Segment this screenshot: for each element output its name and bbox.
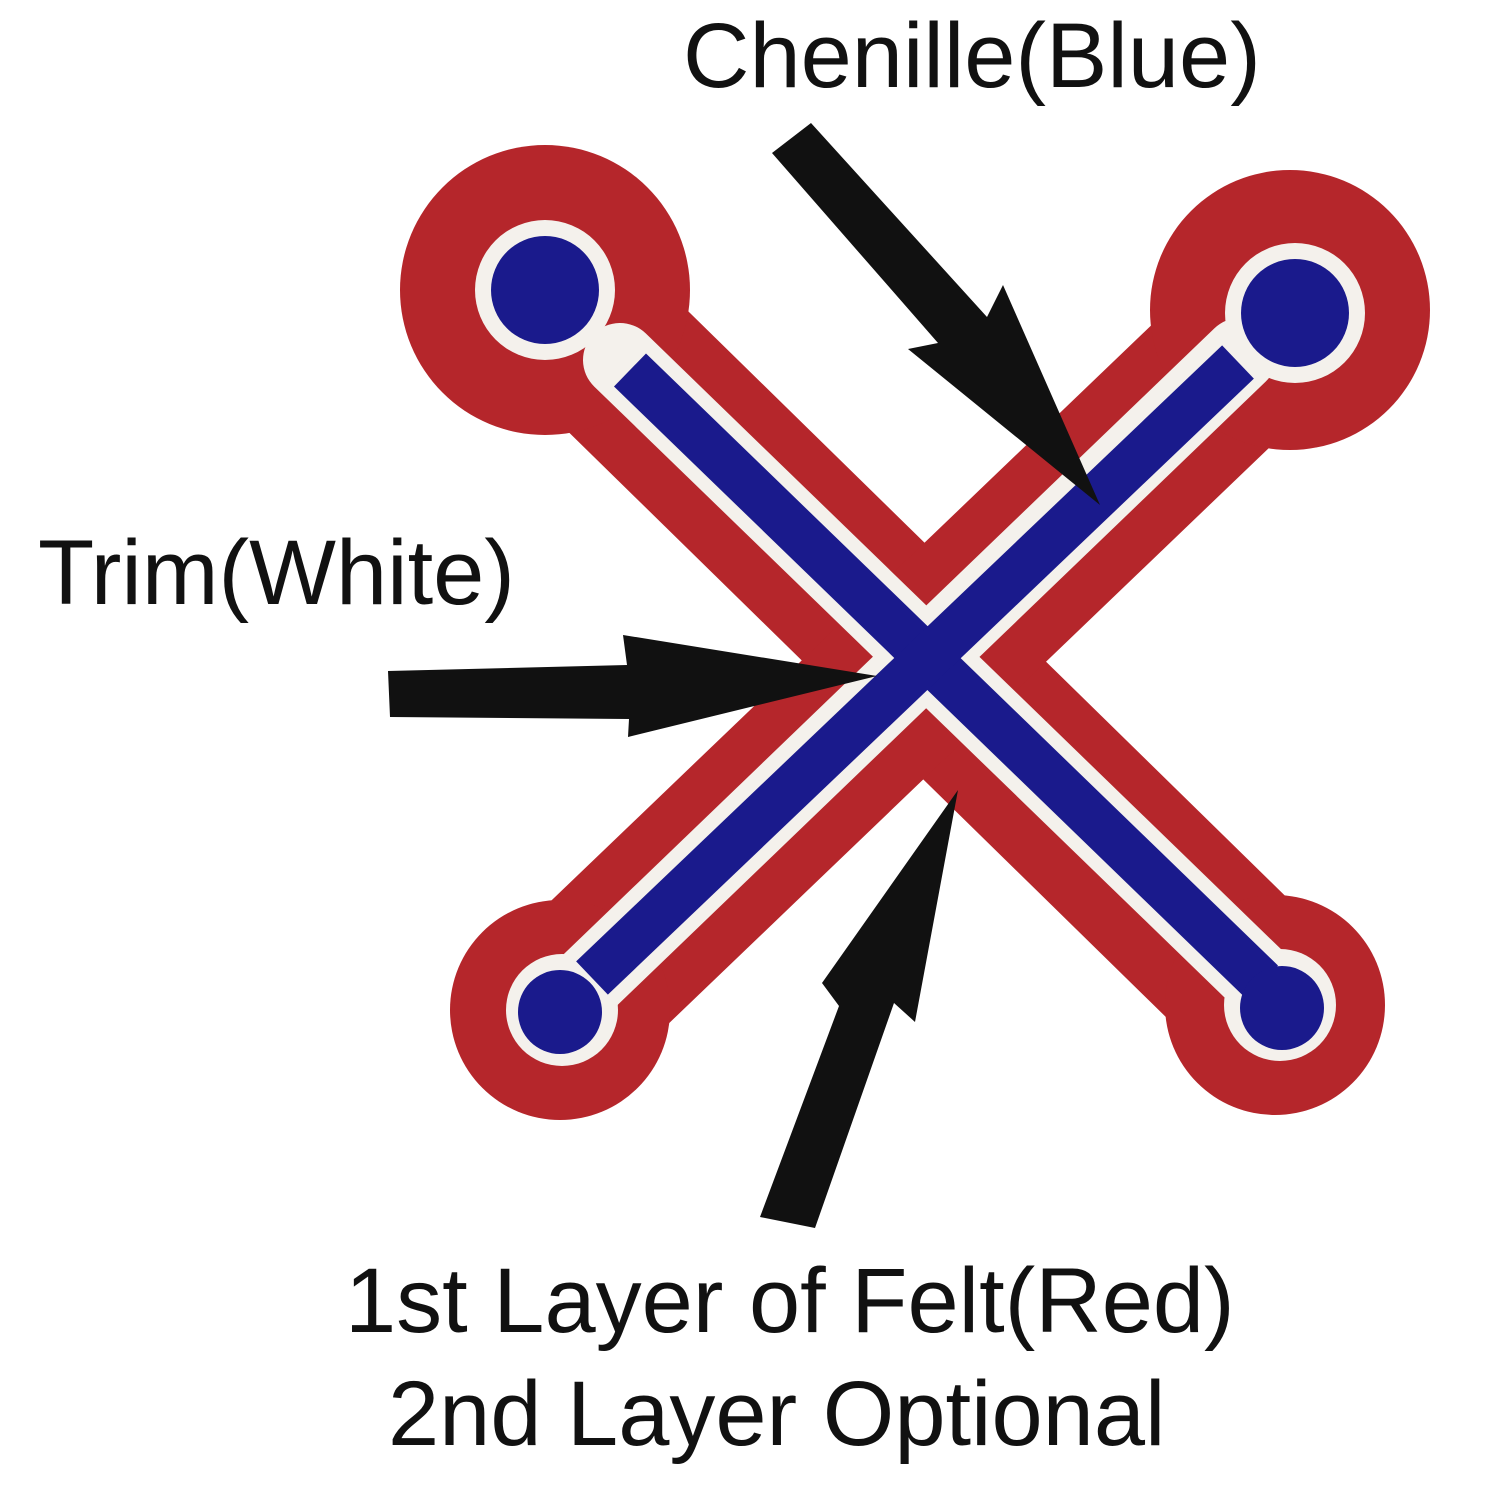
chenille-bar-1 <box>614 353 1278 999</box>
arrow-chenille <box>772 123 1100 505</box>
chenille-end-br <box>1240 966 1324 1050</box>
chenille-end-bl <box>518 970 602 1054</box>
trim-label: Trim(White) <box>38 522 515 624</box>
chenille-layer <box>491 236 1349 1054</box>
felt-label-line2: 2nd Layer Optional <box>388 1363 1166 1465</box>
chenille-end-tr <box>1241 259 1349 367</box>
chenille-end-tl <box>491 236 599 344</box>
chenille-bar-2 <box>576 345 1254 995</box>
arrow-felt <box>760 790 958 1228</box>
felt-label-line1: 1st Layer of Felt(Red) <box>345 1250 1235 1352</box>
arrow-trim <box>388 635 877 737</box>
pointer-arrows <box>388 123 1100 1228</box>
chenille-label: Chenille(Blue) <box>683 5 1261 107</box>
